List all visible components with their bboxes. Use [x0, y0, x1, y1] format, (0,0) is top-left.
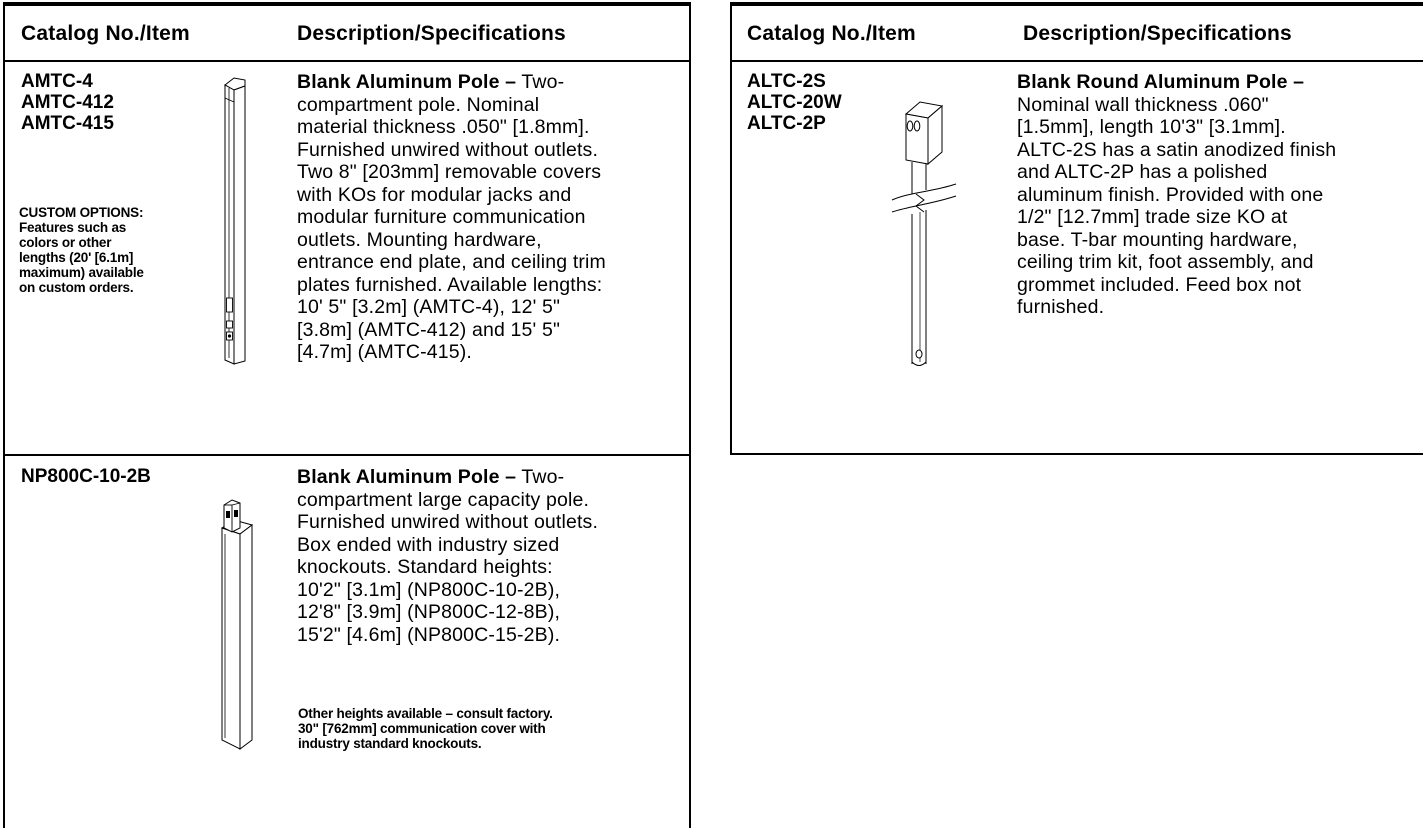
catalog-number: ALTC-2S	[747, 71, 826, 92]
round-pole-broken-icon	[891, 101, 957, 366]
catalog-list: AMTC-4 AMTC-412 AMTC-415	[21, 71, 114, 134]
right-header-description: Description/Specifications	[1023, 22, 1292, 45]
left-header-divider	[3, 60, 691, 62]
right-header-divider	[730, 60, 1423, 62]
description-block: Blank Round Aluminum Pole – Nominal wall…	[1017, 71, 1337, 318]
left-row-divider	[3, 454, 691, 456]
catalog-number: AMTC-415	[21, 113, 114, 134]
left-table-border-left	[3, 2, 5, 828]
item-title: Blank Round Aluminum Pole –	[1017, 71, 1305, 93]
pole-large-capacity-icon	[220, 499, 254, 750]
catalog-number: NP800C-10-2B	[21, 466, 151, 487]
right-table-bottom	[730, 453, 1423, 455]
description-block: Blank Aluminum Pole – Two- compartment l…	[297, 466, 599, 646]
catalog-number: ALTC-2P	[747, 113, 826, 134]
catalog-list: ALTC-2S ALTC-20W ALTC-2P	[747, 71, 842, 134]
right-header-catalog: Catalog No./Item	[747, 22, 916, 45]
heights-note: Other heights available – consult factor…	[298, 706, 553, 751]
item-title: Blank Aluminum Pole –	[297, 466, 517, 488]
catalog-number: AMTC-4	[21, 71, 93, 92]
left-header-catalog: Catalog No./Item	[21, 22, 190, 45]
pole-two-compartment-icon	[224, 77, 246, 365]
left-table-border-right	[689, 2, 691, 828]
custom-options-note: CUSTOM OPTIONS: Features such as colors …	[19, 205, 144, 295]
right-table-border-left	[730, 2, 732, 455]
catalog-number: AMTC-412	[21, 92, 114, 113]
top-rule-left	[3, 2, 691, 6]
item-title: Blank Aluminum Pole –	[297, 71, 517, 93]
catalog-list: NP800C-10-2B	[21, 466, 151, 487]
description-block: Blank Aluminum Pole – Two- compartment p…	[297, 71, 606, 363]
left-header-description: Description/Specifications	[297, 22, 566, 45]
catalog-number: ALTC-20W	[747, 92, 842, 113]
top-rule-right	[730, 2, 1423, 6]
